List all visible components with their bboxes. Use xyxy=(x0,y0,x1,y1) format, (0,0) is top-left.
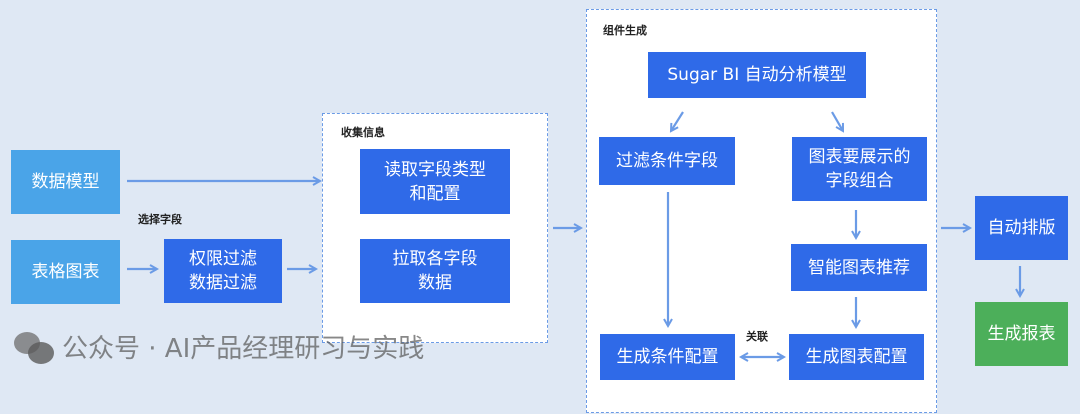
table-chart-label: 表格图表 xyxy=(31,262,100,282)
pull-field-data-box: 拉取各字段 数据 xyxy=(360,239,510,303)
chart-field-combo-box: 图表要展示的 字段组合 xyxy=(792,137,927,201)
read-field-type-box: 读取字段类型 和配置 xyxy=(360,149,510,214)
auto-layout-box: 自动排版 xyxy=(975,196,1068,260)
link-label: 关联 xyxy=(746,330,768,343)
permission-filter-label: 权限过滤 数据过滤 xyxy=(189,249,257,293)
pull-field-data-label: 拉取各字段 数据 xyxy=(392,249,478,293)
generate-report-box: 生成报表 xyxy=(975,302,1068,366)
filter-condition-fields-box: 过滤条件字段 xyxy=(599,137,735,185)
watermark-text: 公众号 · AI产品经理研习与实践 xyxy=(62,334,425,364)
chart-field-combo-label: 图表要展示的 字段组合 xyxy=(808,147,911,191)
data-model-box: 数据模型 xyxy=(11,150,120,214)
data-model-label: 数据模型 xyxy=(31,172,100,192)
select-field-label: 选择字段 xyxy=(138,213,182,226)
sugar-bi-model-label: Sugar BI 自动分析模型 xyxy=(667,65,847,85)
smart-chart-recommend-label: 智能图表推荐 xyxy=(808,257,910,278)
generate-chart-config-label: 生成图表配置 xyxy=(805,347,908,367)
permission-filter-box: 权限过滤 数据过滤 xyxy=(164,239,282,303)
read-field-type-label: 读取字段类型 和配置 xyxy=(384,159,486,204)
watermark: 公众号 · AI产品经理研习与实践 xyxy=(12,328,424,365)
generate-chart-config-box: 生成图表配置 xyxy=(789,334,924,380)
filter-condition-fields-label: 过滤条件字段 xyxy=(616,151,718,171)
collect-info-group: 收集信息 xyxy=(322,113,548,343)
sugar-bi-model-box: Sugar BI 自动分析模型 xyxy=(648,52,866,98)
auto-layout-label: 自动排版 xyxy=(987,218,1056,238)
collect-info-title: 收集信息 xyxy=(341,126,385,139)
wechat-icon xyxy=(12,330,56,364)
generate-condition-config-label: 生成条件配置 xyxy=(616,347,719,367)
smart-chart-recommend-box: 智能图表推荐 xyxy=(791,244,927,291)
generate-report-label: 生成报表 xyxy=(987,324,1056,344)
table-chart-box: 表格图表 xyxy=(11,240,120,304)
component-generation-title: 组件生成 xyxy=(603,24,647,37)
generate-condition-config-box: 生成条件配置 xyxy=(600,334,735,380)
